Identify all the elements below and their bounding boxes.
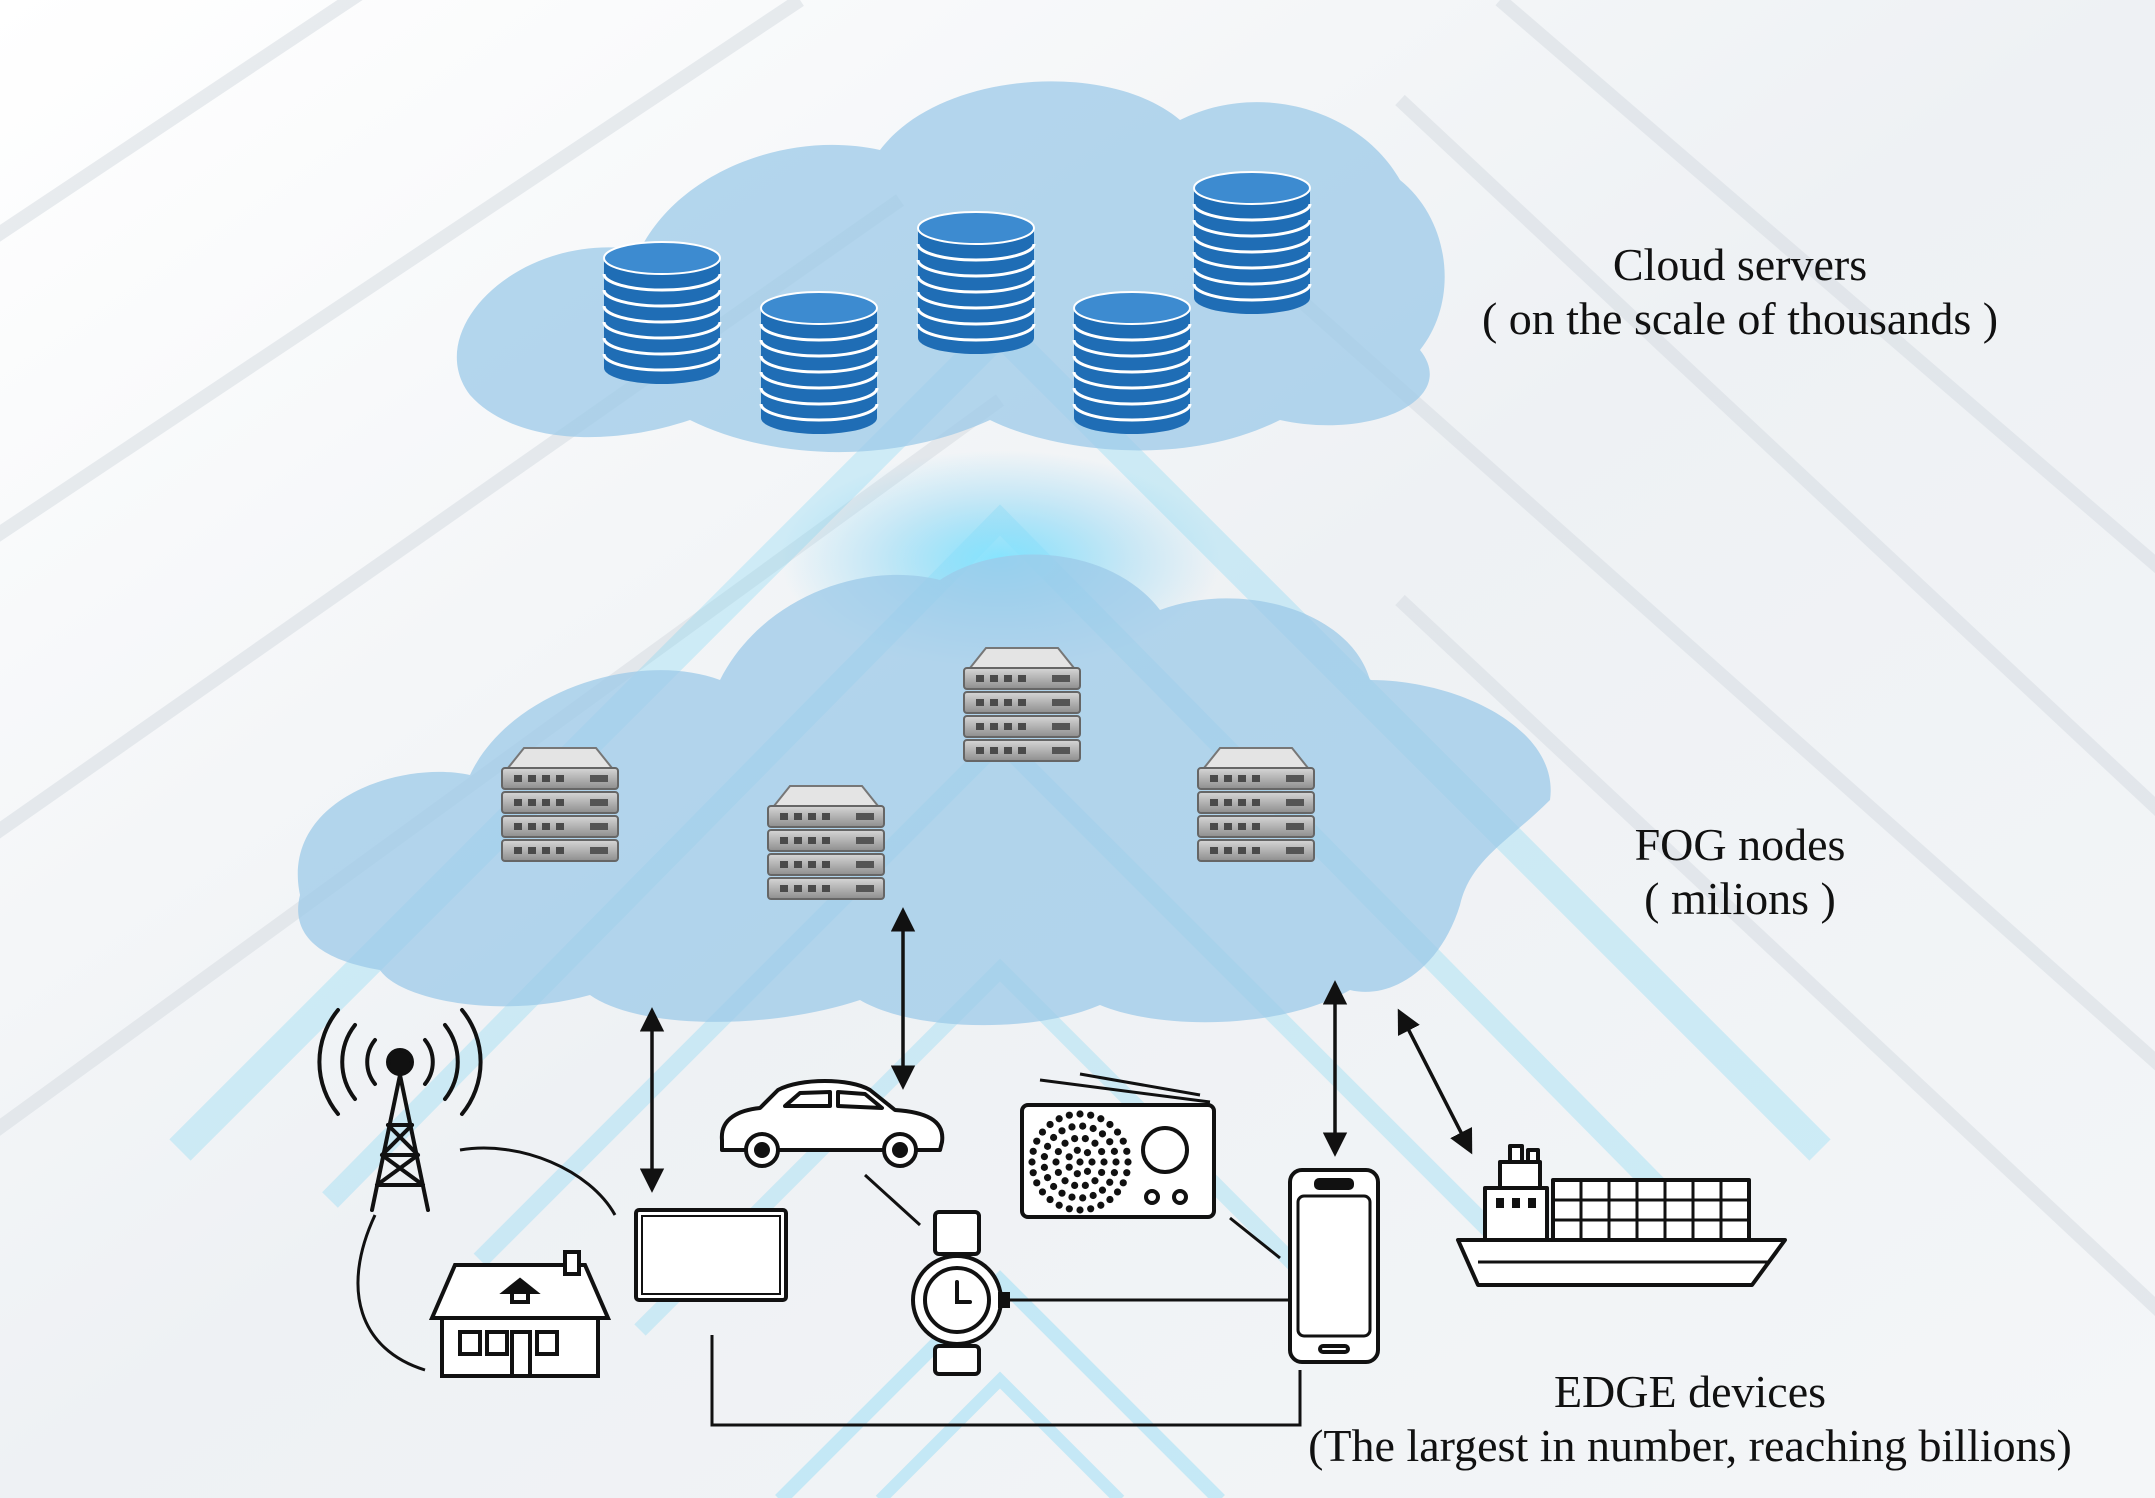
database-icon — [1072, 291, 1192, 434]
fog-nodes-subtitle: ( milions ) — [1644, 873, 1836, 924]
house-icon — [428, 1250, 612, 1378]
smartphone-icon — [1288, 1168, 1380, 1364]
edge-devices-label: EDGE devices (The largest in number, rea… — [1255, 1365, 2125, 1473]
fog-layer — [297, 554, 1551, 1026]
cell-tower-icon — [317, 1008, 483, 1212]
rack-server-icon — [1197, 747, 1315, 862]
car-icon — [719, 1079, 945, 1168]
database-icon — [602, 241, 722, 384]
fog-nodes-title: FOG nodes — [1634, 819, 1846, 870]
rack-server-icon — [767, 785, 885, 900]
rack-server-group — [501, 647, 1315, 900]
edge-links — [356, 1146, 1302, 1427]
double-arrow-icon — [1397, 1008, 1473, 1155]
watch-icon — [911, 1210, 1010, 1376]
database-icon — [916, 211, 1036, 354]
cloud-servers-label: Cloud servers ( on the scale of thousand… — [1430, 238, 2050, 346]
fog-cloud-shape — [297, 554, 1551, 1026]
edge-devices-subtitle: (The largest in number, reaching billion… — [1308, 1420, 2072, 1471]
cloud-servers-title: Cloud servers — [1612, 239, 1868, 290]
database-icon — [759, 291, 879, 434]
cloud-servers-subtitle: ( on the scale of thousands ) — [1481, 293, 1999, 344]
connection-arrows — [639, 907, 1473, 1193]
cargo-ship-icon — [1456, 1144, 1787, 1287]
radio-speaker-grille — [1028, 1110, 1132, 1214]
monitor-icon — [634, 1208, 788, 1302]
database-icon — [1192, 171, 1312, 314]
rack-server-icon — [501, 747, 619, 862]
edge-devices-title: EDGE devices — [1553, 1366, 1827, 1417]
rack-server-icon — [963, 647, 1081, 762]
fog-nodes-label: FOG nodes ( milions ) — [1520, 818, 1960, 926]
database-group — [602, 171, 1312, 434]
